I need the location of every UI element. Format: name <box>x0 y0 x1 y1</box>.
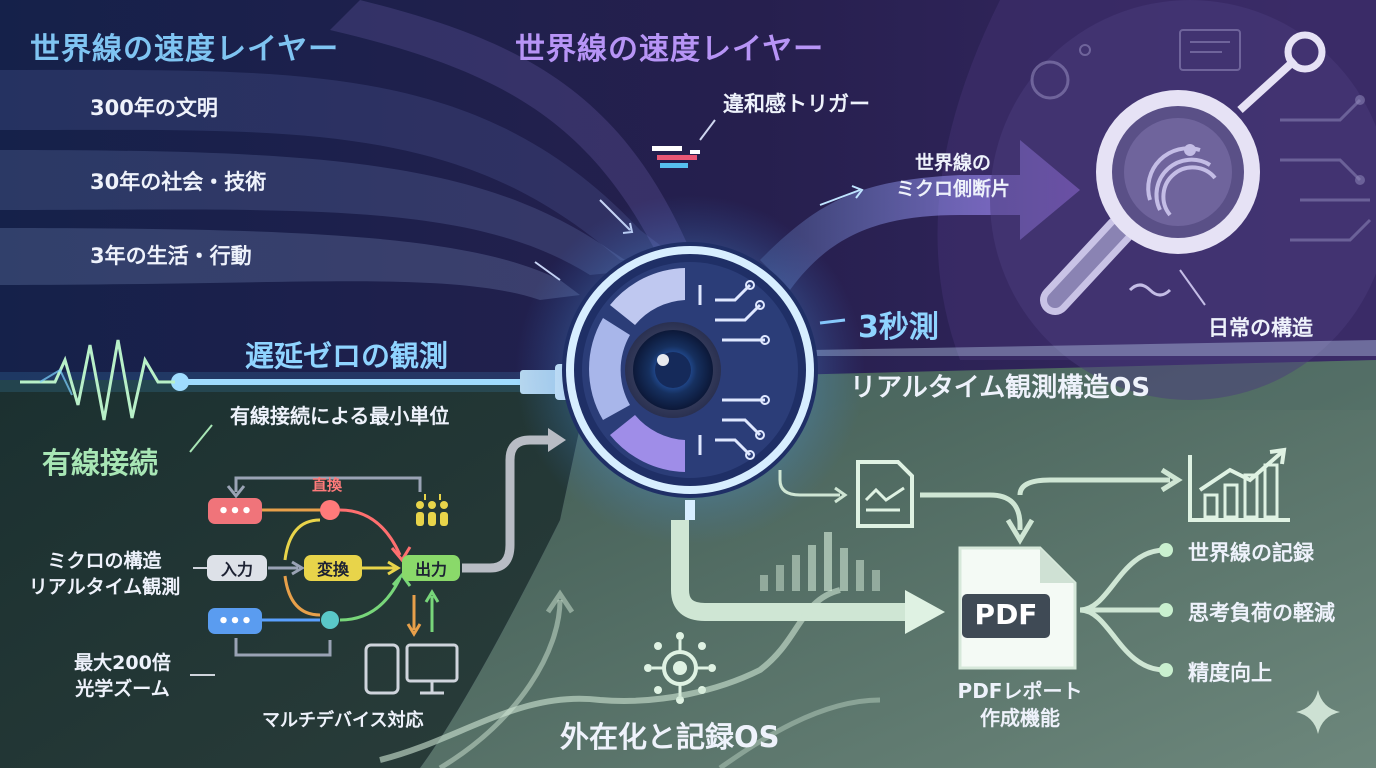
benefit-accuracy: 精度向上 <box>1188 661 1272 685</box>
externalize-title: 外在化と記録OS <box>560 720 780 754</box>
layer-item-300y: 300年の文明 <box>90 96 218 120</box>
zoom-line2: 光学ズーム <box>75 678 170 700</box>
flow-input-node: 入力 <box>207 555 267 581</box>
micro-obs-line1: ミクロの構造 <box>47 550 162 572</box>
benefit-load-reduce: 思考負荷の軽減 <box>1188 601 1335 625</box>
pdf-report-line2: 作成機能 <box>980 706 1060 730</box>
core-title: リアルタイム観測構造OS <box>850 373 1151 403</box>
flow-direct-label: 直換 <box>312 476 343 494</box>
pdf-report-line1: PDFレポート <box>957 679 1083 703</box>
eye-camera-icon <box>597 245 787 495</box>
flow-output-node: 出力 <box>402 555 460 581</box>
wired-desc: 有線接続による最小単位 <box>230 404 450 428</box>
chat-bubble-icon-blue: ••• <box>208 608 262 634</box>
micro-fragment-line2: ミクロ側断片 <box>895 178 1010 200</box>
zoom-label: 最大200倍 光学ズーム <box>55 650 190 702</box>
layer-item-3y: 3年の生活・行動 <box>90 244 252 268</box>
magnifier-icon <box>1090 80 1270 320</box>
zoom-line1: 最大200倍 <box>74 652 171 674</box>
micro-obs-label: ミクロの構造 リアルタイム観測 <box>12 548 197 600</box>
micro-fragment-line1: 世界線の <box>914 152 991 174</box>
daily-structure-label: 日常の構造 <box>1208 316 1313 340</box>
wired-title: 有線接続 <box>42 446 159 480</box>
layer-item-30y: 30年の社会・技術 <box>90 170 267 194</box>
zero-delay-label: 遅延ゼロの観測 <box>245 339 449 373</box>
pdf-badge: PDF <box>974 598 1038 631</box>
micro-fragment-label: 世界線の ミクロ側断片 <box>888 150 1018 202</box>
multi-device-label: マルチデバイス対応 <box>262 710 424 731</box>
layer-title-left: 世界線の速度レイヤー <box>30 32 340 67</box>
trigger-label: 違和感トリガー <box>723 92 870 116</box>
benefit-record: 世界線の記録 <box>1188 541 1314 565</box>
flow-convert-node: 変換 <box>304 555 362 581</box>
chat-bubble-icon-red: ••• <box>208 498 262 524</box>
pdf-report-label: PDFレポート 作成機能 <box>940 678 1100 732</box>
micro-obs-line2: リアルタイム観測 <box>28 576 181 598</box>
layer-title-right: 世界線の速度レイヤー <box>515 32 825 67</box>
three-sec-label: 3秒測 <box>858 310 939 345</box>
